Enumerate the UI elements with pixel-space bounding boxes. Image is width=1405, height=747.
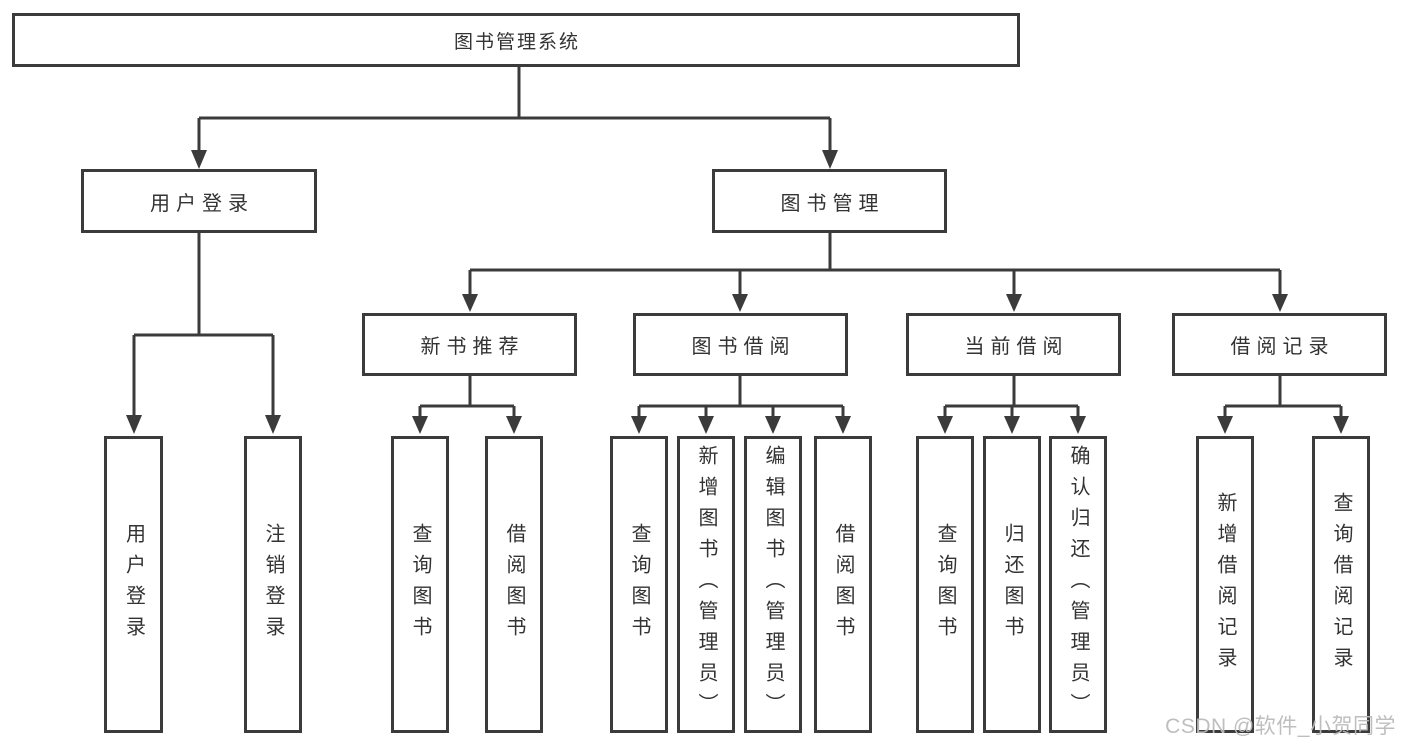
leaf-logout: 注销登录	[244, 436, 302, 733]
leaf-query-books-borrow: 查询图书	[610, 436, 668, 733]
leaf-label: 查询图书	[409, 522, 431, 647]
node-book-management-label: 图书管理	[780, 192, 885, 215]
leaf-label: 归还图书	[1001, 522, 1023, 647]
leaf-label: 确认归还（管理员）	[1067, 445, 1089, 724]
watermark: CSDN @软件_小贺同学	[1165, 715, 1396, 738]
node-current-borrow-label: 当前借阅	[964, 336, 1069, 358]
node-current-borrow: 当前借阅	[906, 313, 1121, 376]
node-book-borrow: 图书借阅	[633, 313, 848, 376]
node-book-borrow-label: 图书借阅	[691, 336, 796, 358]
node-user-login-label: 用户登录	[150, 192, 254, 215]
leaf-borrow-books: 借阅图书	[814, 436, 872, 733]
leaf-label: 借阅图书	[503, 522, 525, 647]
leaf-user-login-label: 用户登录	[122, 522, 145, 647]
node-root-label: 图书管理系统	[453, 31, 580, 53]
node-borrow-records-label: 借阅记录	[1230, 336, 1335, 358]
leaf-label: 新增图书（管理员）	[695, 445, 717, 724]
node-borrow-records: 借阅记录	[1172, 313, 1387, 376]
node-root: 图书管理系统	[12, 13, 1020, 67]
node-user-login: 用户登录	[81, 169, 317, 233]
leaf-query-books-current: 查询图书	[916, 436, 974, 733]
leaf-return-books: 归还图书	[983, 436, 1041, 733]
leaf-add-books-admin: 新增图书（管理员）	[677, 436, 735, 733]
leaf-user-login: 用户登录	[104, 436, 163, 733]
leaf-label: 查询图书	[934, 522, 956, 647]
leaf-logout-label: 注销登录	[262, 522, 284, 647]
leaf-label: 借阅图书	[832, 522, 854, 647]
leaf-label: 新增借阅记录	[1214, 491, 1236, 678]
arrowheads	[126, 150, 1349, 434]
node-new-book-recommend-label: 新书推荐	[420, 336, 525, 358]
leaf-confirm-return-admin: 确认归还（管理员）	[1049, 436, 1107, 733]
leaf-add-borrow-record: 新增借阅记录	[1196, 436, 1254, 733]
leaf-label: 查询借阅记录	[1330, 491, 1352, 678]
leaf-query-books-recommend: 查询图书	[391, 436, 449, 733]
node-book-management: 图书管理	[712, 169, 947, 233]
leaf-borrow-books-recommend: 借阅图书	[485, 436, 543, 733]
leaf-label: 编辑图书（管理员）	[762, 445, 784, 724]
node-new-book-recommend: 新书推荐	[362, 313, 577, 376]
leaf-label: 查询图书	[628, 522, 650, 647]
leaf-query-borrow-record: 查询借阅记录	[1312, 436, 1370, 733]
leaf-edit-books-admin: 编辑图书（管理员）	[744, 436, 802, 733]
